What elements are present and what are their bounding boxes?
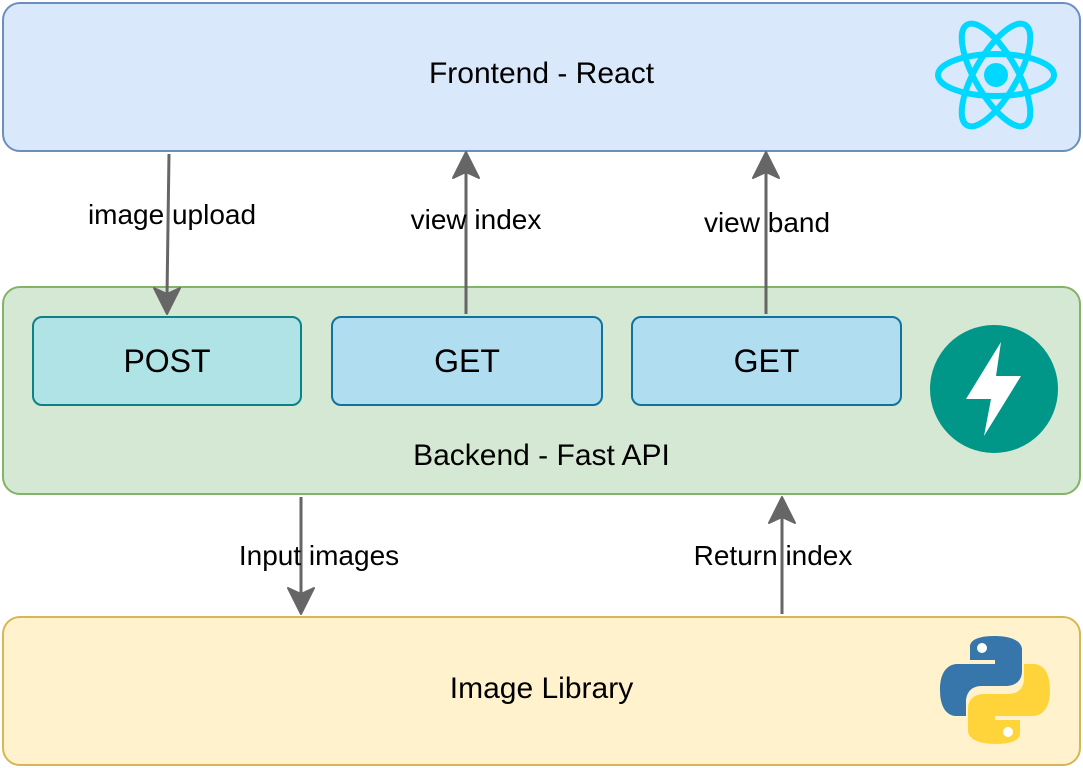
get-index-endpoint: GET [331,316,603,406]
edge-label-return-index: Return index [693,540,853,571]
react-logo-icon [935,20,1057,130]
post-endpoint: POST [32,316,302,406]
edge-label-view-index: view index [410,204,542,235]
image-library-tier [2,616,1081,766]
frontend-title: Frontend - React [428,57,655,90]
get-band-endpoint: GET [631,316,902,406]
backend-title: Backend - Fast API [413,439,670,472]
edge-label-input-images: Input images [238,540,400,571]
edge-label-view-band: view band [703,207,831,238]
python-logo-icon [940,636,1050,744]
image-library-title: Image Library [449,672,634,705]
frontend-tier [2,2,1081,152]
fastapi-logo-icon [930,325,1058,453]
edge-label-image-upload: image upload [87,199,257,230]
